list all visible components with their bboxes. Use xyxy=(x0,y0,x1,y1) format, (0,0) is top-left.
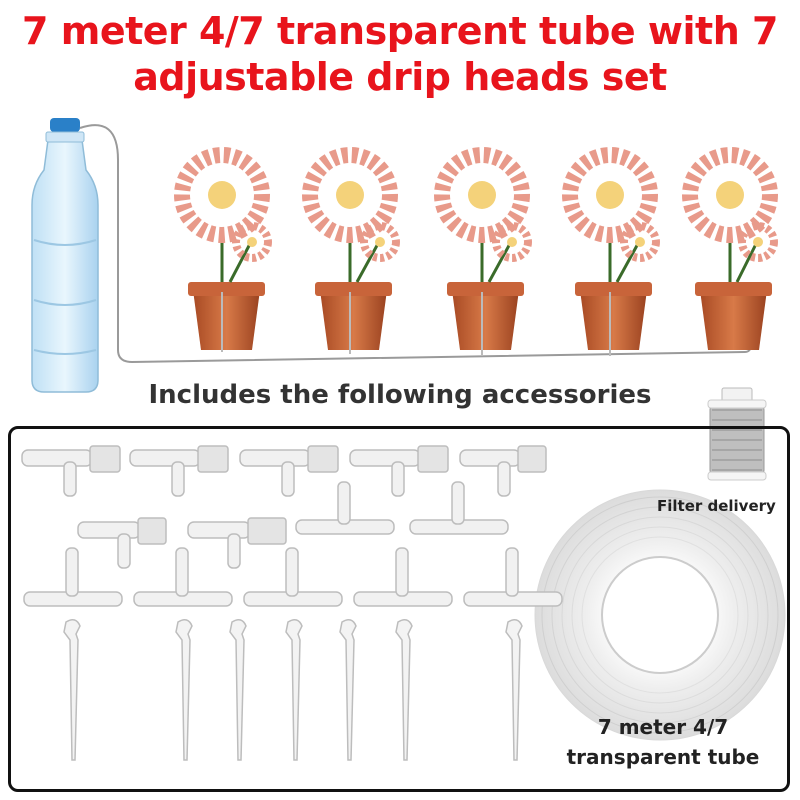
flower-pot-4 xyxy=(562,147,660,356)
drip-head-5 xyxy=(459,445,547,497)
flower-pot-5 xyxy=(682,147,778,350)
stake-5 xyxy=(339,619,357,761)
tee-connector-7 xyxy=(463,547,563,607)
drip-tube-line xyxy=(79,124,753,364)
drip-head-7 xyxy=(187,517,287,569)
drip-head-4 xyxy=(349,445,449,497)
tee-connector-4 xyxy=(133,547,233,607)
flower-pot-2 xyxy=(302,147,400,354)
stake-3 xyxy=(229,619,247,761)
flower-pot-1 xyxy=(174,147,272,352)
stake-2 xyxy=(175,619,193,761)
drip-head-1 xyxy=(21,445,121,497)
tube-label: 7 meter 4/7 transparent tube xyxy=(548,712,778,772)
tube-label-line-1: 7 meter 4/7 xyxy=(597,715,729,739)
transparent-tube-coil xyxy=(534,489,786,741)
stake-1 xyxy=(63,619,81,761)
tee-connector-5 xyxy=(243,547,343,607)
accessories-frame xyxy=(8,426,790,792)
flower-pot-3 xyxy=(434,147,532,356)
tee-connector-1 xyxy=(295,481,395,535)
tee-connector-6 xyxy=(353,547,453,607)
accessories-heading: Includes the following accessories xyxy=(148,380,652,410)
tee-connector-2 xyxy=(409,481,509,535)
filter-icon xyxy=(707,387,767,481)
stake-4 xyxy=(285,619,303,761)
drip-head-2 xyxy=(129,445,229,497)
tube-label-line-2: transparent tube xyxy=(566,745,760,769)
stake-6 xyxy=(395,619,413,761)
water-bottle xyxy=(31,118,99,393)
product-title: 7 meter 4/7 transparent tube with 7 adju… xyxy=(0,8,800,100)
title-line-2: adjustable drip heads set xyxy=(133,55,667,99)
tee-connector-3 xyxy=(23,547,123,607)
stake-7 xyxy=(505,619,523,761)
title-line-1: 7 meter 4/7 transparent tube with 7 xyxy=(22,9,778,53)
drip-head-3 xyxy=(239,445,339,497)
filter-label: Filter delivery xyxy=(657,497,776,515)
drip-head-6 xyxy=(77,517,167,569)
